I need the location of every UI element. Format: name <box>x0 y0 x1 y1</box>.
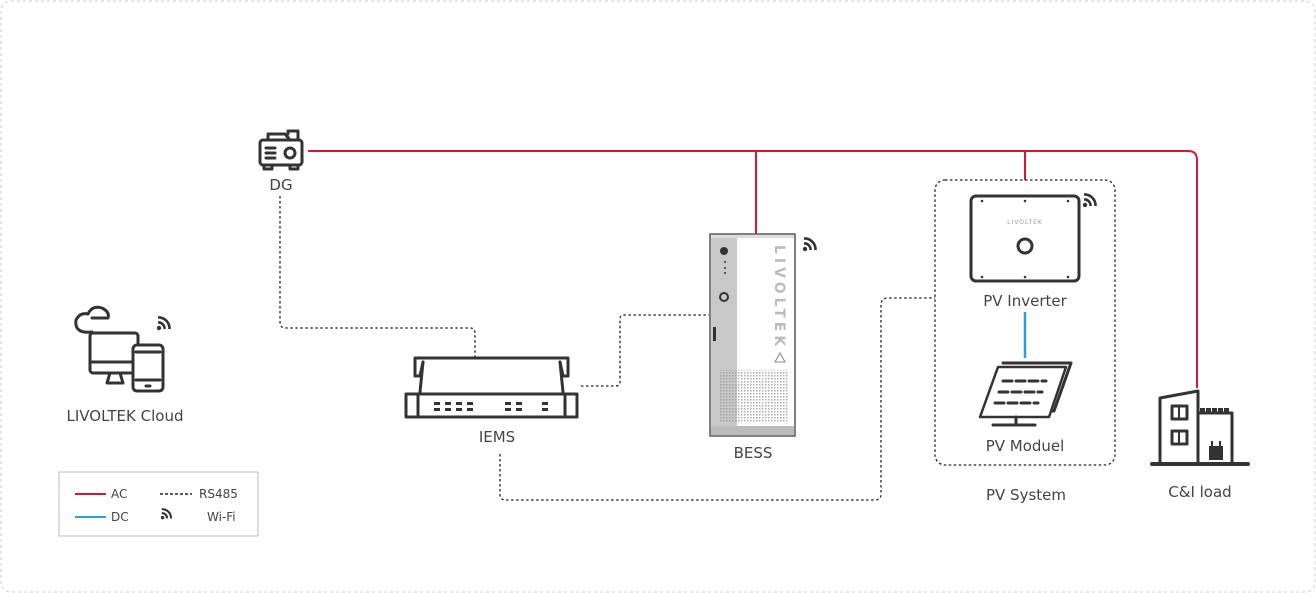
pv-module-label: PV Moduel <box>986 437 1065 455</box>
inverter-brand: LIVOLTEK <box>1007 219 1043 226</box>
cni-load-building-icon[interactable] <box>1150 389 1250 466</box>
cloud-wifi-icon <box>155 316 171 332</box>
ac-bus <box>308 150 1198 388</box>
rs485-lines <box>279 196 935 501</box>
pv-system-group <box>934 179 1116 466</box>
bess-label: BESS <box>734 444 773 462</box>
dg-label: DG <box>269 176 292 194</box>
dg-generator-icon[interactable] <box>258 129 304 171</box>
cloud-label: LIVOLTEK Cloud <box>67 407 184 425</box>
bess-battery-cabinet-icon[interactable]: LIVOLTEK <box>709 233 796 437</box>
pv-module-icon[interactable] <box>978 361 1073 427</box>
pv-inverter-label: PV Inverter <box>983 292 1067 310</box>
legend-dc: DC <box>111 510 129 524</box>
iems-label: IEMS <box>479 428 515 446</box>
inverter-wifi-icon <box>1081 193 1097 209</box>
pv-inverter-icon[interactable]: LIVOLTEK <box>969 194 1081 283</box>
cni-load-label: C&I load <box>1168 483 1231 501</box>
bess-wifi-icon <box>801 237 817 253</box>
pv-system-label: PV System <box>986 486 1066 504</box>
iems-rack-server-icon[interactable] <box>404 356 579 419</box>
legend: AC DC RS485 Wi-Fi <box>58 471 259 537</box>
cloud-devices-icon[interactable] <box>74 305 165 393</box>
legend-wifi: Wi-Fi <box>207 510 236 524</box>
bess-brand: LIVOLTEK <box>771 245 787 350</box>
legend-ac: AC <box>111 487 127 501</box>
legend-rs485: RS485 <box>199 487 238 501</box>
